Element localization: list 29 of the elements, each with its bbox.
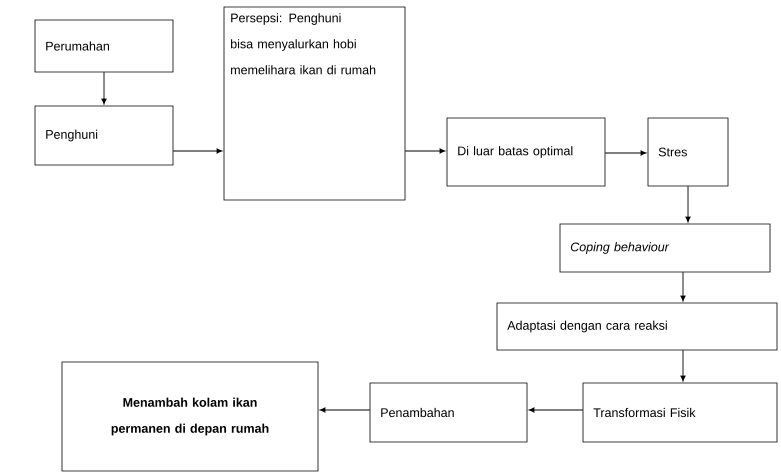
process-box xyxy=(582,382,778,442)
node-label: Persepsi: Penghuni bisa menyalurkan hobi memelihara ikan di rumah xyxy=(231,13,376,74)
arrow xyxy=(101,72,107,104)
node-label: Menambah kolam ikan permanen di depan rumah xyxy=(112,398,268,436)
process-box xyxy=(370,382,528,442)
process-box xyxy=(446,118,606,186)
arrow xyxy=(320,407,370,413)
node-label: Penambahan xyxy=(381,408,454,418)
process-box xyxy=(648,118,728,186)
arrow xyxy=(404,148,446,154)
node-label: Penghuni xyxy=(46,130,98,142)
arrow xyxy=(604,150,646,156)
node-label: Adaptasi dengan cara reaksi xyxy=(507,320,667,332)
node-label: Perumahan xyxy=(46,41,109,51)
process-box xyxy=(62,362,318,472)
node-label: Coping behaviour xyxy=(570,242,670,254)
arrow xyxy=(680,350,686,382)
node-label: Di luar batas optimal xyxy=(458,146,572,158)
node-label: Stres xyxy=(658,148,687,156)
process-box xyxy=(224,6,406,200)
node-label: Transformasi Fisik xyxy=(593,408,696,418)
arrow xyxy=(680,272,686,302)
process-box xyxy=(34,20,174,72)
process-box xyxy=(496,302,778,350)
arrow xyxy=(172,148,222,154)
process-box xyxy=(34,106,174,166)
arrow xyxy=(528,407,584,413)
process-box xyxy=(560,224,770,272)
arrow xyxy=(685,186,691,222)
